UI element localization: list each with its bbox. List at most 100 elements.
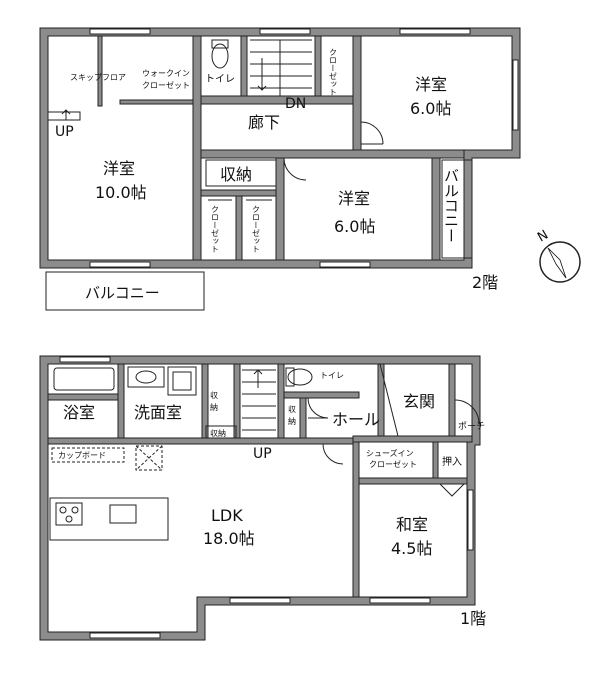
skip-floor-rail xyxy=(48,111,81,121)
toilet-1f-label: トイレ xyxy=(320,371,344,380)
wall xyxy=(299,397,307,439)
hall-label: ホール xyxy=(332,410,380,429)
wall xyxy=(201,363,209,439)
balcony-bottom xyxy=(45,271,205,311)
toilet-tank xyxy=(211,39,229,49)
western-large-name: 洋室 xyxy=(103,159,135,178)
storage-hall-label-1: 収 xyxy=(288,404,296,414)
up-arrow-icon xyxy=(61,109,71,120)
compass-north-label: N xyxy=(535,228,551,246)
storage-label: 収納 xyxy=(220,165,252,184)
door-swing xyxy=(454,399,480,425)
wall xyxy=(314,35,322,97)
wall xyxy=(283,391,360,399)
ldk-name: LDK xyxy=(211,506,243,525)
window xyxy=(59,356,111,363)
window xyxy=(89,261,151,268)
wall xyxy=(117,363,125,439)
washitsu-size: 4.5帖 xyxy=(391,539,432,558)
washing-machine-icon xyxy=(167,366,197,396)
wall xyxy=(240,35,248,97)
window xyxy=(369,597,431,604)
stairs-2f xyxy=(250,39,312,96)
wall xyxy=(277,363,285,439)
storage-box xyxy=(205,159,277,187)
wall xyxy=(47,393,119,401)
wall xyxy=(192,35,202,261)
skip-floor-label: スキップフロア xyxy=(70,73,126,82)
wall xyxy=(432,441,439,479)
toilet-label: トイレ xyxy=(205,74,235,85)
balcony-right-label: バルコニー xyxy=(442,168,460,243)
door-swing xyxy=(439,483,465,497)
wall xyxy=(119,99,194,105)
wall xyxy=(200,189,280,197)
door-line xyxy=(379,363,399,437)
western-top-right-size: 6.0帖 xyxy=(410,99,451,118)
porch-label: ポーチ xyxy=(458,421,485,432)
shoes-closet-label-2: クローゼット xyxy=(369,459,417,469)
cupboard-box xyxy=(135,445,163,471)
storage-hall-label-2: 納 xyxy=(288,416,296,426)
wall xyxy=(358,477,468,485)
stairs-down-label: DN xyxy=(285,96,306,112)
window xyxy=(89,632,161,639)
storage-small-label-1: 収 xyxy=(210,390,218,400)
closet-right-label: クローゼット xyxy=(252,205,261,253)
window xyxy=(89,28,151,35)
wall xyxy=(431,157,441,261)
washitsu-name: 和室 xyxy=(396,515,428,534)
cupboard-label: カップボード xyxy=(58,451,106,460)
washroom-label: 洗面室 xyxy=(134,403,182,422)
window xyxy=(259,28,311,35)
washbasin-icon xyxy=(127,366,165,388)
window xyxy=(512,59,519,131)
balcony-right xyxy=(441,159,473,259)
sink-icon xyxy=(109,504,137,524)
closet-top-label: クローゼット xyxy=(329,48,338,96)
wall xyxy=(352,435,473,443)
wall xyxy=(47,437,359,445)
window xyxy=(467,489,474,551)
floor-label-2f: 2階 xyxy=(472,273,498,292)
closet-left-label: クローゼット xyxy=(211,205,220,253)
wall xyxy=(97,35,103,107)
cupboard-outline xyxy=(51,447,125,463)
down-arrow-icon xyxy=(257,58,267,91)
western-center-size: 6.0帖 xyxy=(334,217,375,236)
stove-icon xyxy=(55,502,83,526)
walk-in-closet-label-2: クローゼット xyxy=(142,80,190,90)
window xyxy=(399,28,471,35)
bath-label: 浴室 xyxy=(63,403,95,422)
storage-under-box xyxy=(205,425,237,439)
north-compass-icon: N xyxy=(535,228,581,283)
toilet-icon xyxy=(287,368,313,386)
up-arrow-icon xyxy=(253,369,263,388)
ldk-size: 18.0帖 xyxy=(203,529,255,548)
wall xyxy=(200,95,354,105)
western-center-name: 洋室 xyxy=(338,189,370,208)
door-swing xyxy=(322,443,344,465)
stairs-up-1f-label: UP xyxy=(253,446,272,462)
storage-under-label: 収納 xyxy=(210,428,226,438)
wall xyxy=(352,35,362,155)
entrance-label: 玄関 xyxy=(403,392,435,411)
western-large-size: 10.0帖 xyxy=(95,183,147,202)
floor-label-1f: 1階 xyxy=(460,609,486,628)
storage-small-label-2: 納 xyxy=(210,402,218,412)
bathtub-icon xyxy=(53,367,115,391)
first-floor: 浴室 洗面室 収 納 収納 収 納 トイレ ホール 玄関 ポーチ シューズイン … xyxy=(39,355,486,641)
western-top-right-name: 洋室 xyxy=(415,75,447,94)
window xyxy=(319,261,371,268)
oshiire-label: 押入 xyxy=(442,455,462,468)
wall xyxy=(275,157,285,261)
shoes-closet-label-1: シューズイン xyxy=(366,448,414,458)
wall xyxy=(235,195,243,261)
window xyxy=(229,597,291,604)
door-swing xyxy=(360,121,384,145)
wall xyxy=(200,149,465,159)
wall xyxy=(233,363,241,439)
walk-in-closet-label-1: ウォークイン xyxy=(142,69,190,78)
balcony-bottom-label: バルコニー xyxy=(85,284,160,302)
